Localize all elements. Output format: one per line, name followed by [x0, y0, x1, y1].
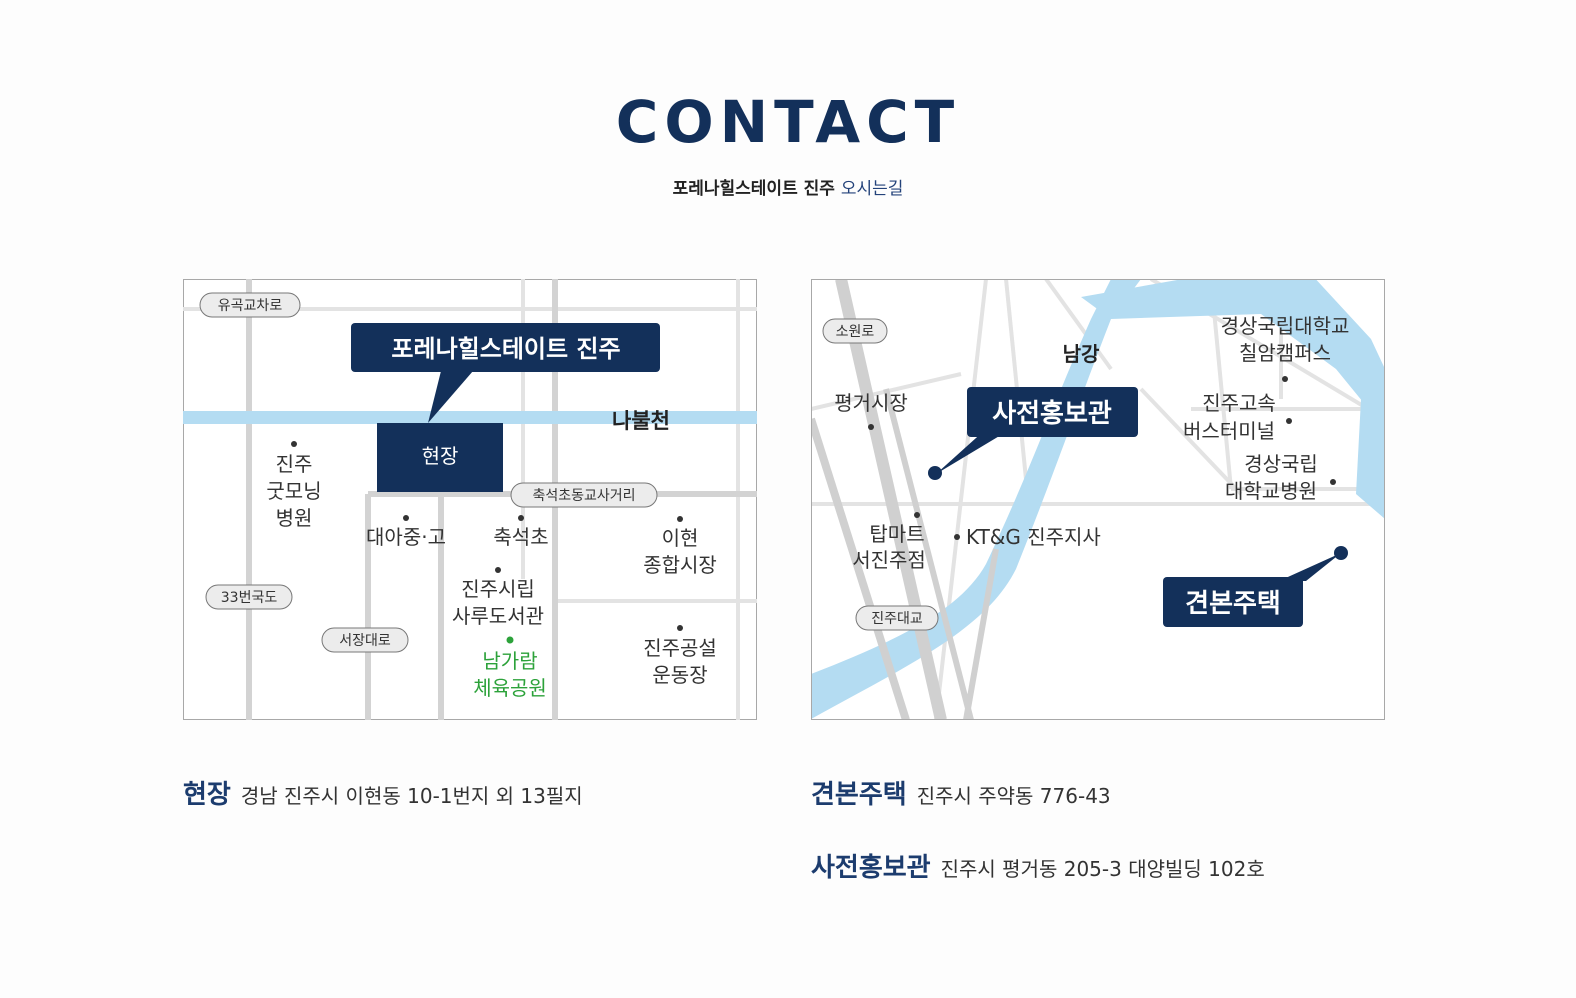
place-univ-2: 칠암캠퍼스: [1239, 341, 1331, 365]
road-badge-seojang: 서장대로: [339, 633, 391, 649]
promo-center-address-label: 사전홍보관: [811, 853, 931, 883]
place-terminal-2: 버스터미널: [1183, 419, 1275, 443]
road-badges: 유곡교차로 축석초동교사거리 33번국도 서장대로: [199, 292, 658, 653]
model-house-map[interactable]: 남강 소원로 진주대교 평거시장 경상국립대학교 칠암캠퍼스 진주고속 버스터미…: [811, 279, 1385, 720]
place-hospital-1: 진주: [276, 452, 313, 476]
page-title: CONTACT: [615, 88, 961, 156]
road-badge-yugok: 유곡교차로: [218, 298, 283, 314]
site-address-label: 현장: [183, 780, 231, 810]
place-pyeongeo-market: 평거시장: [834, 391, 908, 415]
promo-center-label: 사전홍보관: [992, 399, 1112, 429]
stream-label: 나불천: [612, 409, 670, 433]
place-mart-2: 서진주점: [852, 548, 926, 572]
callout-title: 포레나힐스테이트 진주: [391, 335, 620, 363]
road-badge-sowon: 소원로: [836, 324, 875, 340]
subtitle-name: 포레나힐스테이트 진주: [672, 179, 835, 199]
place-park-1: 남가람: [482, 649, 537, 673]
place-daea-school: 대아중·고: [366, 525, 446, 549]
place-market-2: 종합시장: [643, 553, 717, 577]
place-chukseok-elementary: 축석초: [493, 525, 548, 549]
model-house-address: 견본주택 진주시 주약동 776-43: [811, 774, 1111, 811]
place-terminal-1: 진주고속: [1202, 391, 1276, 415]
place-stadium-2: 운동장: [652, 663, 707, 687]
place-ktg: KT&G 진주지사: [966, 525, 1101, 549]
model-house-callout: 견본주택: [1163, 546, 1348, 627]
place-hospital-2: 대학교병원: [1225, 479, 1317, 503]
places: 진주 굿모닝 병원 대아중·고 축석초 이현 종합시장 진주시립 사루도서관 남…: [266, 441, 717, 700]
model-house-address-text: 진주시 주약동 776-43: [916, 784, 1111, 808]
place-hospital-2: 굿모닝: [266, 479, 321, 503]
road-badges: 소원로 진주대교: [822, 318, 939, 631]
promo-center-address-text: 진주시 평거동 205-3 대양빌딩 102호: [940, 857, 1265, 881]
promo-center-address: 사전홍보관 진주시 평거동 205-3 대양빌딩 102호: [811, 847, 1265, 884]
callout-box: [351, 323, 660, 372]
promo-center-marker: [928, 466, 942, 480]
place-mart-1: 탑마트: [869, 522, 924, 546]
nam-river-right: [1270, 280, 1384, 519]
place-library-2: 사루도서관: [452, 604, 544, 628]
callout-pointer: [428, 371, 473, 423]
page-subtitle: 포레나힐스테이트 진주 오시는길: [0, 174, 1576, 199]
site-address: 현장 경남 진주시 이현동 10-1번지 외 13필지: [183, 774, 583, 811]
road-badge-route33: 33번국도: [221, 590, 278, 606]
river-label: 남강: [1063, 342, 1100, 366]
nabulcheon-stream: [183, 411, 757, 424]
place-hospital-1: 경상국립: [1244, 452, 1318, 476]
place-hospital-3: 병원: [276, 506, 313, 530]
road-badge-jinju-bridge: 진주대교: [871, 611, 923, 627]
site-marker: [377, 423, 503, 492]
place-univ-1: 경상국립대학교: [1221, 314, 1350, 338]
site-location-map[interactable]: 현장 포레나힐스테이트 진주 나불천 유곡교차로 축석초동교사거리 33번국도 …: [183, 279, 757, 720]
road-badge-chukseok: 축석초동교사거리: [532, 488, 635, 504]
place-stadium-1: 진주공설: [643, 636, 717, 660]
model-house-label: 견본주택: [1185, 589, 1281, 619]
nam-river: [812, 280, 1141, 719]
place-library-1: 진주시립: [461, 577, 535, 601]
model-house-marker: [1334, 546, 1348, 560]
model-house-address-label: 견본주택: [811, 780, 907, 810]
place-park-2: 체육공원: [473, 676, 547, 700]
site-label: 현장: [422, 444, 459, 468]
subtitle-directions: 오시는길: [840, 179, 904, 199]
major-roads: [812, 280, 999, 719]
promo-center-callout: 사전홍보관: [928, 387, 1138, 480]
site-address-text: 경남 진주시 이현동 10-1번지 외 13필지: [240, 784, 583, 808]
place-market-1: 이현: [662, 526, 699, 550]
places: 평거시장 경상국립대학교 칠암캠퍼스 진주고속 버스터미널 경상국립 대학교병원…: [834, 314, 1349, 572]
